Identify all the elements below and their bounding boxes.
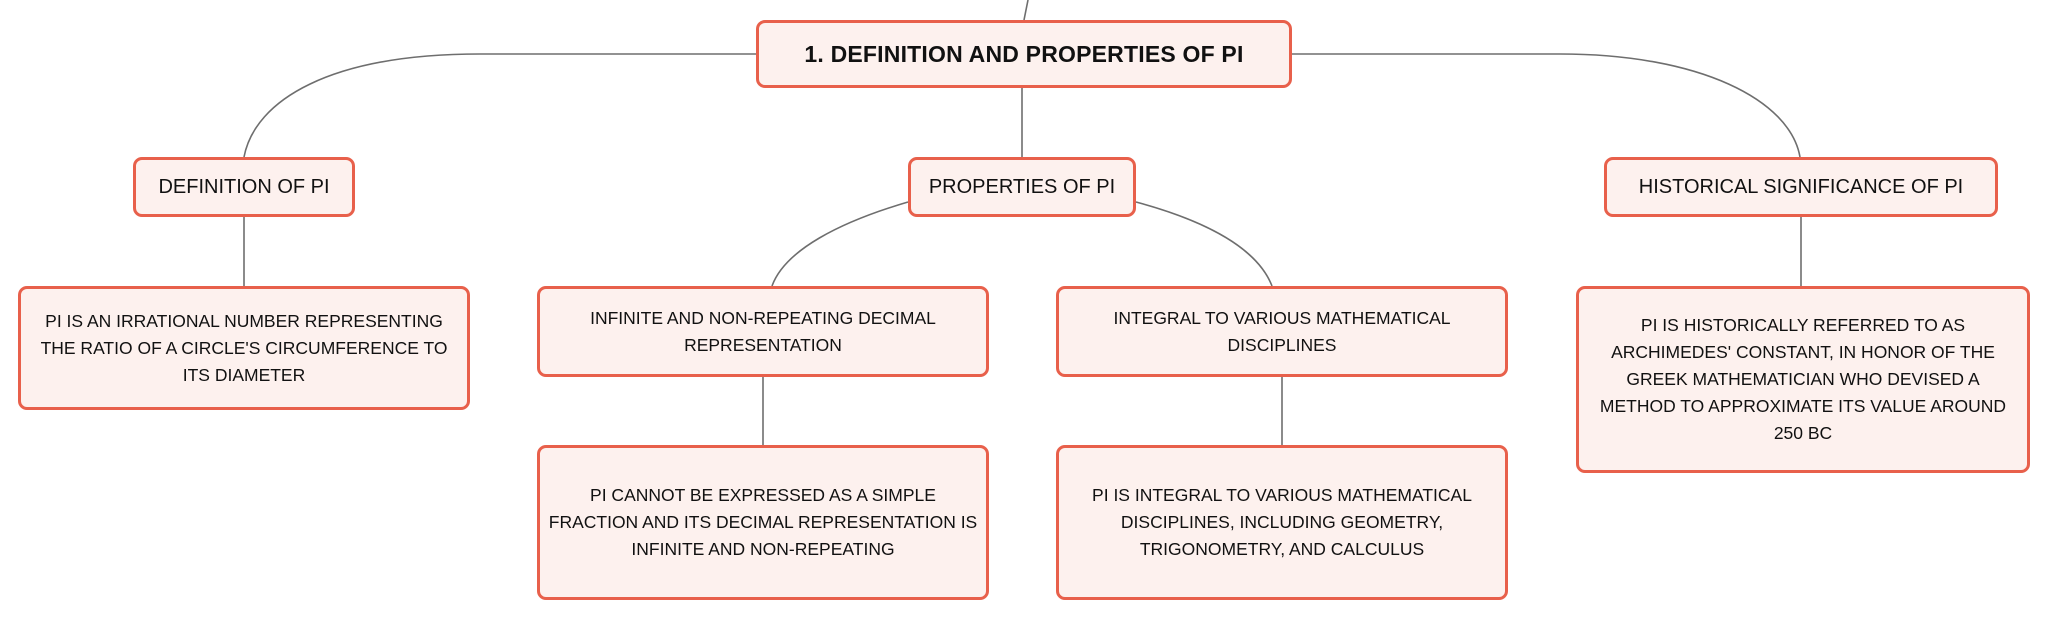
integral-disciplines-node-label: INTEGRAL TO VARIOUS MATHEMATICAL DISCIPL…	[1113, 307, 1451, 355]
definition-detail-text: PI IS AN IRRATIONAL NUMBER REPRESENTING …	[40, 310, 448, 385]
properties-node[interactable]: PROPERTIES OF PI	[908, 157, 1136, 217]
connector-properties-to-infinite	[771, 201, 909, 287]
simple-fraction-detail-text: PI CANNOT BE EXPRESSED AS A SIMPLE FRACT…	[548, 485, 978, 559]
properties-node-label: PROPERTIES OF PI	[928, 175, 1116, 198]
connector-properties-to-integral	[1135, 201, 1273, 287]
disciplines-detail-node[interactable]: PI IS INTEGRAL TO VARIOUS MATHEMATICAL D…	[1056, 445, 1508, 600]
disciplines-detail-text: PI IS INTEGRAL TO VARIOUS MATHEMATICAL D…	[1092, 485, 1472, 559]
historical-significance-node-label: HISTORICAL SIGNIFICANCE OF PI	[1638, 175, 1964, 198]
root-node-label: 1. DEFINITION AND PROPERTIES OF PI	[804, 40, 1244, 67]
historical-detail-text: PI IS HISTORICALLY REFERRED TO AS ARCHIM…	[1599, 315, 2007, 443]
definition-node-label: DEFINITION OF PI	[158, 175, 330, 198]
historical-significance-node[interactable]: HISTORICAL SIGNIFICANCE OF PI	[1604, 157, 1998, 217]
infinite-decimal-node-label: INFINITE AND NON-REPEATING DECIMAL REPRE…	[590, 307, 936, 355]
integral-disciplines-node[interactable]: INTEGRAL TO VARIOUS MATHEMATICAL DISCIPL…	[1056, 286, 1508, 377]
infinite-decimal-node[interactable]: INFINITE AND NON-REPEATING DECIMAL REPRE…	[537, 286, 989, 377]
connector-root-to-definition	[243, 53, 756, 158]
root-node[interactable]: 1. DEFINITION AND PROPERTIES OF PI	[756, 20, 1292, 88]
definition-node[interactable]: DEFINITION OF PI	[133, 157, 355, 217]
simple-fraction-detail-node[interactable]: PI CANNOT BE EXPRESSED AS A SIMPLE FRACT…	[537, 445, 989, 600]
connector-parent-to-root	[1023, 0, 1029, 21]
connector-root-to-historical	[1292, 53, 1801, 158]
definition-detail-node[interactable]: PI IS AN IRRATIONAL NUMBER REPRESENTING …	[18, 286, 470, 410]
historical-detail-node[interactable]: PI IS HISTORICALLY REFERRED TO AS ARCHIM…	[1576, 286, 2030, 473]
